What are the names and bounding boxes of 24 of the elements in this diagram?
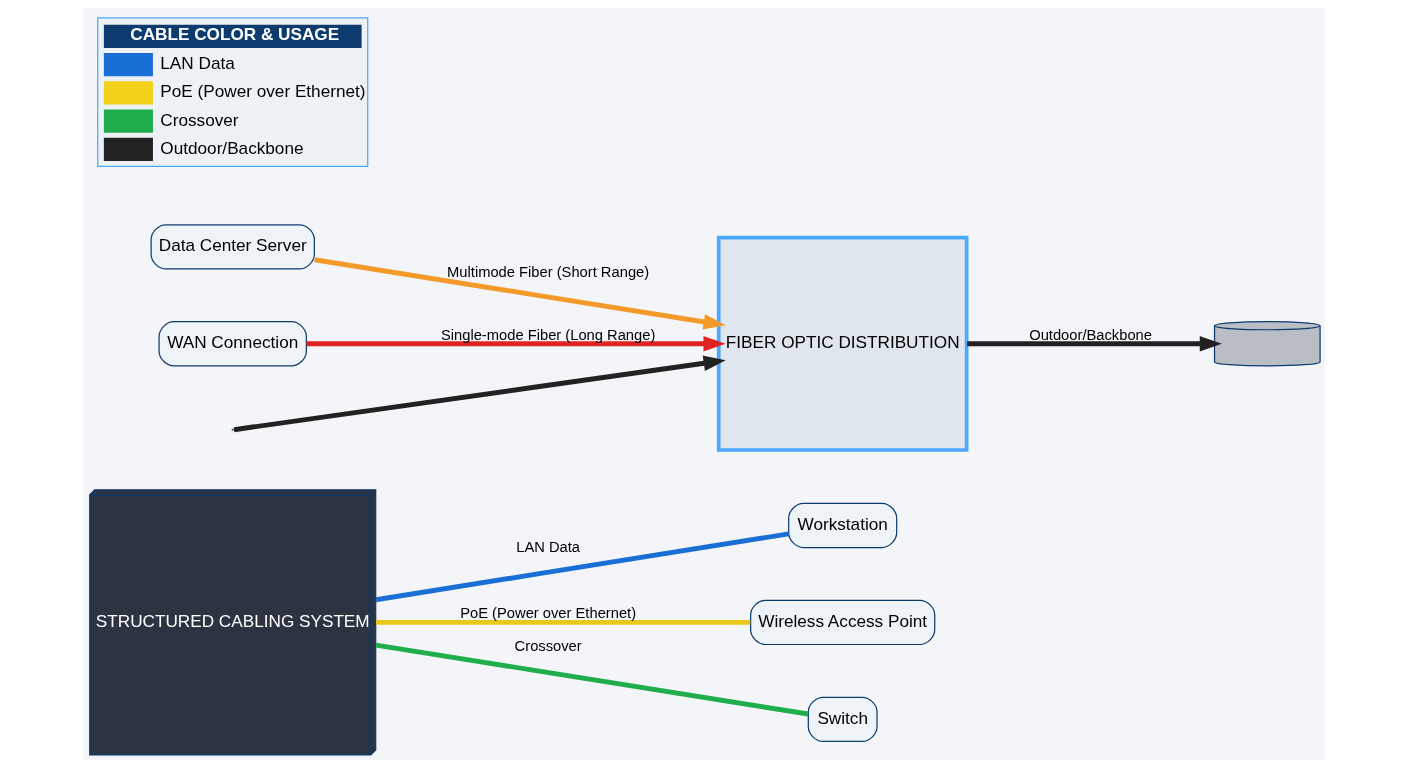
edge-label: Crossover <box>514 638 582 655</box>
arrow <box>314 257 726 330</box>
edge-label: Outdoor/Backbone <box>1029 326 1152 343</box>
edge-label: Single-mode Fiber (Long Range) <box>440 326 656 343</box>
legend-label: LAN Data <box>160 53 235 74</box>
arrow <box>233 355 726 433</box>
node-box: Data Center Server <box>150 224 315 270</box>
edge-label: PoE (Power over Ethernet) <box>460 605 637 622</box>
connector <box>375 642 809 717</box>
node-box: FIBER OPTIC DISTRIBUTION <box>716 235 969 452</box>
node-box: Wireless Access Point <box>750 599 936 646</box>
legend-label: PoE (Power over Ethernet) <box>160 81 366 102</box>
arrow <box>306 336 726 352</box>
arrow <box>967 336 1222 352</box>
legend-label: Crossover <box>160 109 239 130</box>
label: CABLE COLOR & USAGE <box>130 23 340 44</box>
edge-label: Multimode Fiber (Short Range) <box>447 264 650 281</box>
connector <box>375 531 790 603</box>
node-box: Workstation <box>788 502 898 549</box>
edge-label: LAN Data <box>516 538 581 555</box>
node-box: Switch <box>807 696 878 743</box>
legend-label: Outdoor/Backbone <box>160 137 304 158</box>
node-box: WAN Connection <box>158 321 307 367</box>
connector <box>376 619 751 625</box>
